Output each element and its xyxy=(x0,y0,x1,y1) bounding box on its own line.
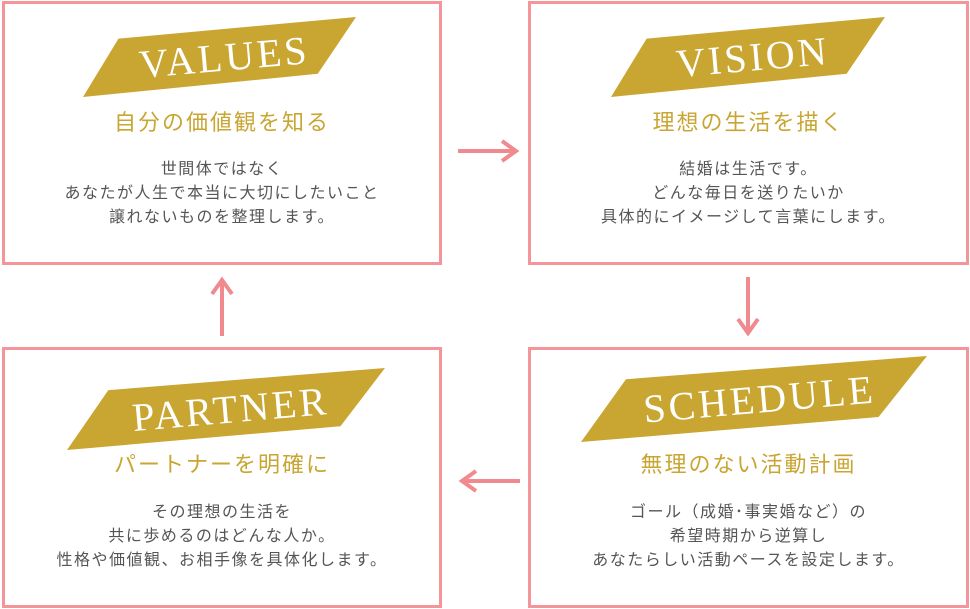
body-line: 希望時期から逆算し xyxy=(669,526,828,545)
card-title: VALUES xyxy=(137,26,312,87)
arrow-up-icon xyxy=(210,276,234,336)
title-banner: PARTNER xyxy=(67,368,385,450)
title-banner: VISION xyxy=(611,17,885,97)
arrow-right-icon xyxy=(458,139,520,163)
body-line: その理想の生活を xyxy=(151,502,292,521)
body-line: あなたらしい活動ペースを設定します。 xyxy=(592,550,905,569)
body-line: 世間体ではなく xyxy=(160,159,284,178)
card-body: ゴール（成婚･事実婚など）の 希望時期から逆算し あなたらしい活動ペースを設定し… xyxy=(531,500,966,572)
card-subtitle: 自分の価値観を知る xyxy=(113,111,330,136)
body-line: 共に歩めるのはどんな人か。 xyxy=(108,526,336,545)
card-subtitle: 無理のない活動計画 xyxy=(640,453,857,478)
card-schedule: SCHEDULE 無理のない活動計画 ゴール（成婚･事実婚など）の 希望時期から… xyxy=(528,347,969,608)
card-body: 世間体ではなく あなたが人生で本当に大切にしたいこと 譲れないものを整理します。 xyxy=(5,157,439,229)
card-values: VALUES 自分の価値観を知る 世間体ではなく あなたが人生で本当に大切にした… xyxy=(2,1,442,265)
arrow-down-icon xyxy=(736,277,760,337)
body-line: 性格や価値観、お相手像を具体化します。 xyxy=(56,550,388,569)
body-line: 結婚は生活です。 xyxy=(679,159,818,178)
card-partner: PARTNER パートナーを明確に その理想の生活を 共に歩めるのはどんな人か。… xyxy=(2,347,442,608)
body-line: あなたが人生で本当に大切にしたいこと xyxy=(64,183,380,202)
card-body: 結婚は生活です。 どんな毎日を送りたいか 具体的にイメージして言葉にします。 xyxy=(531,157,966,229)
body-line: ゴール（成婚･事実婚など）の xyxy=(629,502,867,521)
card-subtitle: パートナーを明確に xyxy=(113,453,330,478)
card-vision: VISION 理想の生活を描く 結婚は生活です。 どんな毎日を送りたいか 具体的… xyxy=(528,1,969,265)
body-line: 具体的にイメージして言葉にします。 xyxy=(600,207,897,226)
card-body: その理想の生活を 共に歩めるのはどんな人か。 性格や価値観、お相手像を具体化しま… xyxy=(5,500,439,572)
arrow-left-icon xyxy=(458,469,520,493)
body-line: 譲れないものを整理します。 xyxy=(109,207,335,226)
card-title: PARTNER xyxy=(130,377,332,440)
title-banner: SCHEDULE xyxy=(581,356,927,442)
card-subtitle: 理想の生活を描く xyxy=(652,111,845,136)
title-banner: VALUES xyxy=(83,17,356,97)
body-line: どんな毎日を送りたいか xyxy=(652,183,845,202)
card-title: VISION xyxy=(674,27,832,86)
card-title: SCHEDULE xyxy=(641,366,877,432)
